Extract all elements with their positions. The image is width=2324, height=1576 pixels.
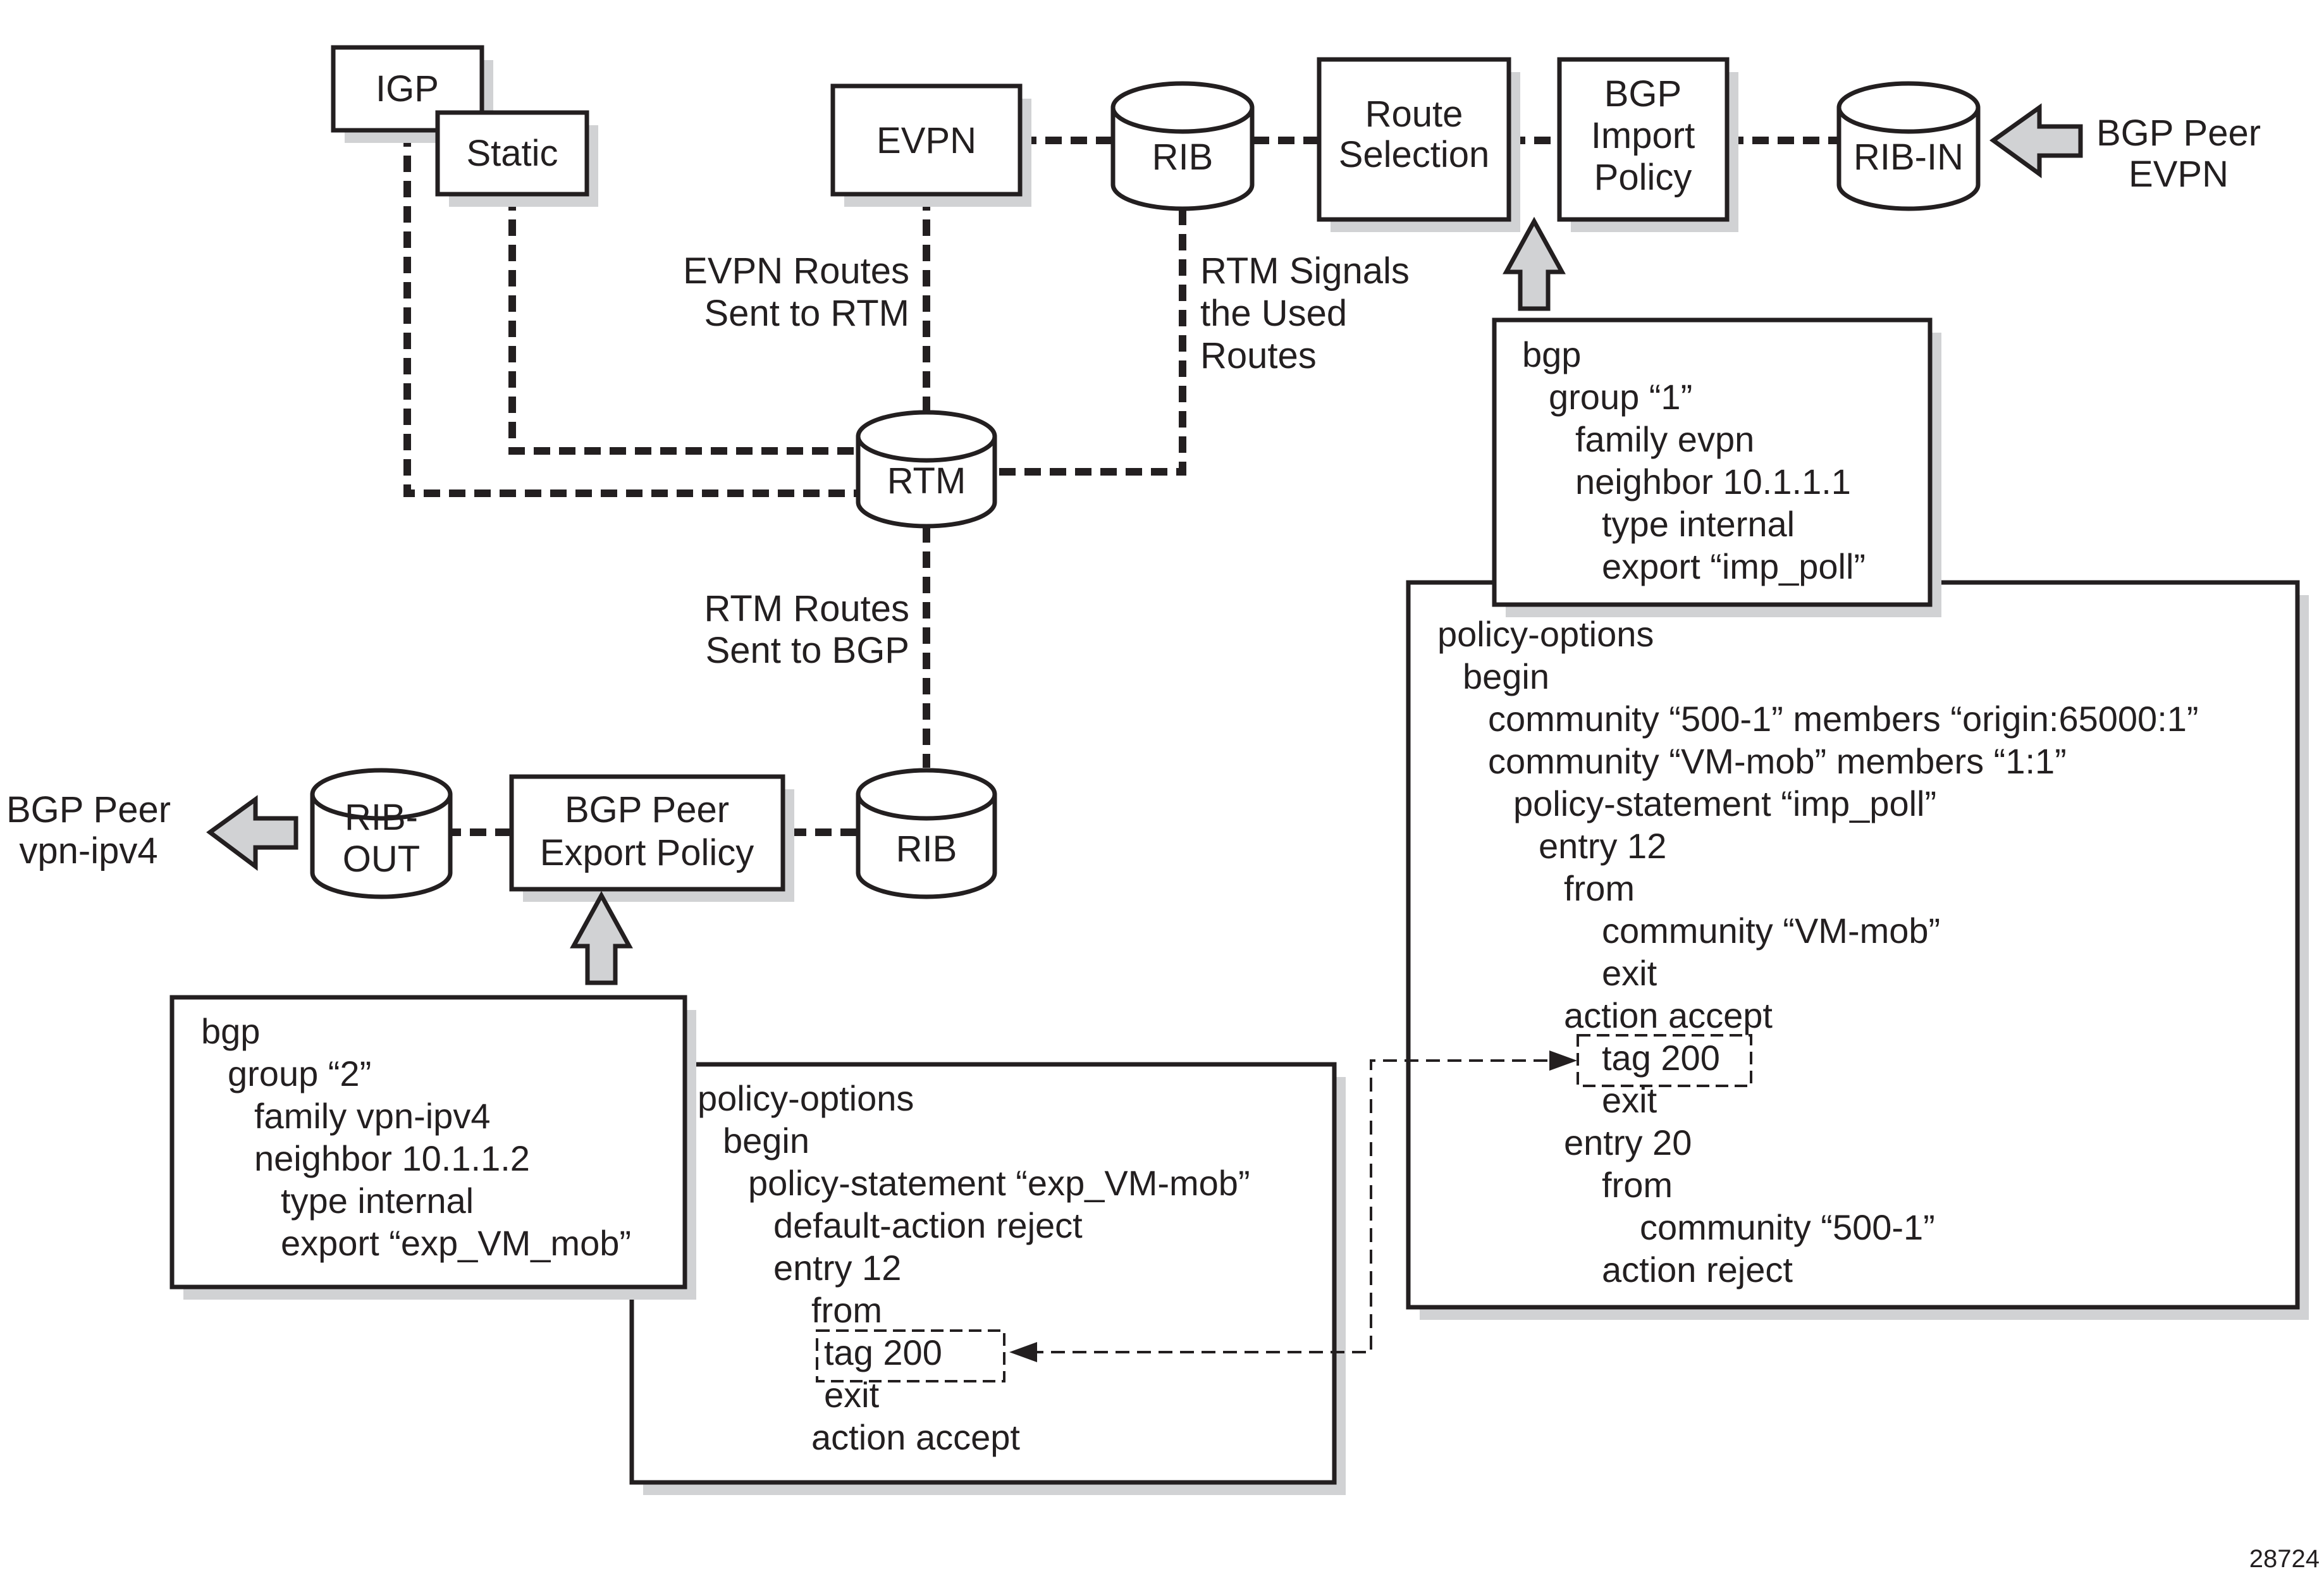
config-line: community “VM-mob” members “1:1” [1488, 741, 2067, 781]
left-arrow-icon [206, 795, 298, 871]
left-arrow-icon [1989, 103, 2083, 178]
config-line: family evpn [1575, 419, 1754, 459]
evpn-box: EVPN [830, 83, 1031, 207]
config-line: community “500-1” members “origin:65000:… [1488, 699, 2199, 739]
tag-link-connector [1009, 1050, 1577, 1362]
bgp-import-label-3: Policy [1594, 157, 1692, 198]
config-line: tag 200 [824, 1333, 942, 1372]
bgp-peer-export-policy-box: BGP Peer Export Policy [509, 774, 794, 902]
rib-bottom-label: RIB [896, 828, 957, 870]
bgp-import-label-1: BGP [1604, 73, 1682, 114]
rtm-label: RTM [887, 460, 966, 502]
rib-in-label: RIB-IN [1854, 137, 1964, 178]
rtm-signals-label-3: Routes [1200, 335, 1317, 376]
rib-in-cylinder: RIB-IN [1836, 81, 1981, 211]
rtm-to-bgp-label-2: Sent to BGP [706, 630, 909, 671]
config-line: action reject [1602, 1250, 1793, 1290]
config-line: begin [1463, 656, 1549, 696]
config-line: default-action reject [773, 1205, 1083, 1245]
config-line: export “imp_poll” [1602, 546, 1866, 586]
rib-out-label-1: RIB- [345, 797, 418, 838]
config-line: action accept [811, 1417, 1020, 1457]
rtm-cylinder: RTM [856, 410, 997, 529]
config-line: entry 20 [1564, 1123, 1692, 1162]
config-line: group “2” [228, 1054, 371, 1093]
config-line: tag 200 [1602, 1038, 1720, 1078]
config-line: group “1” [1549, 377, 1692, 417]
static-label: Static [466, 133, 558, 174]
evpn-to-rtm-label-2: Sent to RTM [704, 293, 910, 334]
up-arrow-icon [570, 890, 633, 985]
connectors [403, 130, 1838, 836]
config-line: from [811, 1290, 882, 1330]
config-line: policy-options [1437, 614, 1654, 654]
config-line: community “500-1” [1640, 1207, 1935, 1247]
export-policy-label-2: Export Policy [540, 832, 754, 873]
rib-top-label: RIB [1152, 137, 1214, 178]
rib-bottom-cylinder: RIB [856, 768, 997, 899]
evpn-to-rtm-label-1: EVPN Routes [683, 250, 909, 292]
config-line: action accept [1564, 995, 1773, 1035]
config-line: type internal [1602, 504, 1795, 544]
rtm-signals-label-1: RTM Signals [1200, 250, 1410, 292]
config-line: neighbor 10.1.1.2 [254, 1138, 530, 1178]
config-line: entry 12 [773, 1248, 901, 1288]
bgp-peer-vpn-ipv4-label-2: vpn-ipv4 [19, 830, 157, 871]
connector-rib-rtm [996, 209, 1186, 476]
route-selection-label-2: Selection [1339, 134, 1490, 175]
route-selection-box: Route Selection [1317, 57, 1520, 232]
evpn-label: EVPN [876, 120, 976, 161]
arrowhead-right-icon [1549, 1050, 1577, 1071]
bgp-import-policy-box: BGP Import Policy [1557, 57, 1738, 232]
static-box: Static [435, 110, 598, 207]
connector-static-rtm [508, 194, 857, 455]
config-line: from [1564, 868, 1635, 908]
config-line: policy-statement “imp_poll” [1513, 784, 1936, 823]
bgp-peer-evpn-label-2: EVPN [2129, 154, 2229, 195]
rib-top-cylinder: RIB [1110, 81, 1255, 211]
bgp-peer-evpn-label-1: BGP Peer [2096, 113, 2261, 154]
tag-200-highlight-export [816, 1329, 1005, 1382]
up-arrow-icon [1503, 216, 1566, 311]
igp-label: IGP [376, 68, 439, 109]
arrowhead-left-icon [1009, 1342, 1037, 1362]
figure-id: 28724 [2249, 1545, 2320, 1573]
config-line: neighbor 10.1.1.1 [1575, 462, 1851, 502]
config-line: exit [1602, 953, 1657, 993]
connector-igp-rtm [403, 130, 857, 497]
config-line: policy-options [698, 1078, 914, 1118]
config-line: bgp [1522, 335, 1581, 374]
export-policy-label-1: BGP Peer [565, 789, 729, 830]
route-selection-label-1: Route [1365, 94, 1463, 135]
config-line: export “exp_VM_mob” [281, 1223, 631, 1263]
config-line: from [1602, 1165, 1673, 1205]
config-line: community “VM-mob” [1602, 911, 1940, 951]
tag-200-highlight-import [1577, 1034, 1752, 1087]
rib-out-cylinder: RIB- OUT [310, 768, 453, 899]
rtm-to-bgp-label-1: RTM Routes [704, 588, 909, 629]
config-line: type internal [281, 1181, 474, 1221]
config-line: entry 12 [1539, 826, 1666, 866]
config-line: bgp [201, 1011, 260, 1051]
bgp-peer-vpn-ipv4-label-1: BGP Peer [6, 789, 171, 830]
igp-box: IGP [331, 45, 493, 143]
config-line: policy-statement “exp_VM-mob” [748, 1163, 1250, 1203]
rib-out-label-2: OUT [343, 839, 420, 880]
config-line: begin [723, 1121, 809, 1160]
rtm-signals-label-2: the Used [1200, 293, 1347, 334]
bgp-import-label-2: Import [1591, 115, 1695, 156]
config-line: family vpn-ipv4 [254, 1096, 490, 1136]
